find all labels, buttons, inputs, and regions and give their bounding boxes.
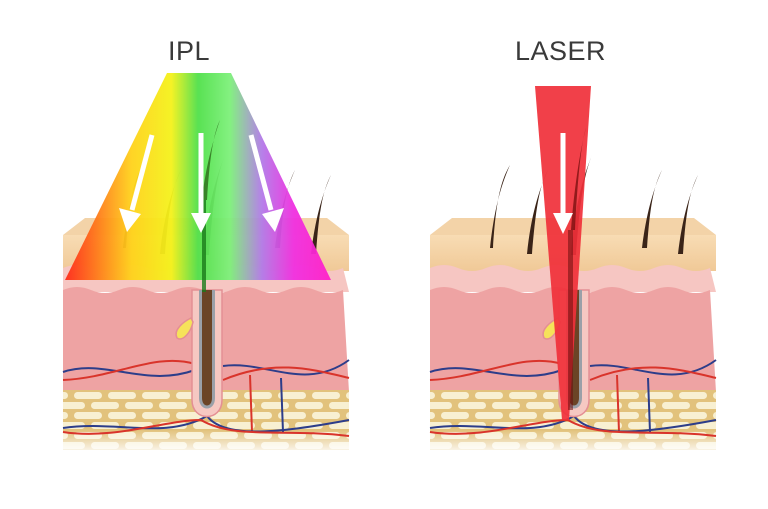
ipl-panel <box>62 73 350 456</box>
laser-beam <box>535 86 591 420</box>
laser-title: LASER <box>515 36 607 66</box>
ipl-arrow-right <box>248 134 284 232</box>
laser-panel <box>429 86 717 456</box>
ipl-title: IPL <box>168 36 211 66</box>
ipl-arrow-left <box>119 134 155 232</box>
ipl-light-beam <box>65 73 331 280</box>
ipl-arrow-center <box>191 133 211 233</box>
laser-arrow <box>553 133 573 234</box>
